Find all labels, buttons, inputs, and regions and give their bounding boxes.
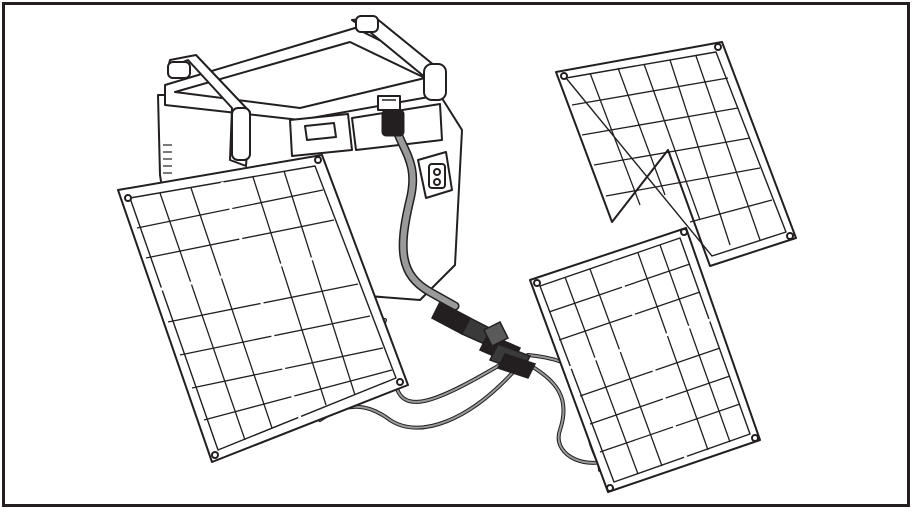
solar-panel-icon	[529, 227, 761, 493]
solar-panel-icon	[117, 154, 409, 463]
connector-icon	[431, 300, 537, 379]
solar-panel-icon	[555, 41, 797, 267]
